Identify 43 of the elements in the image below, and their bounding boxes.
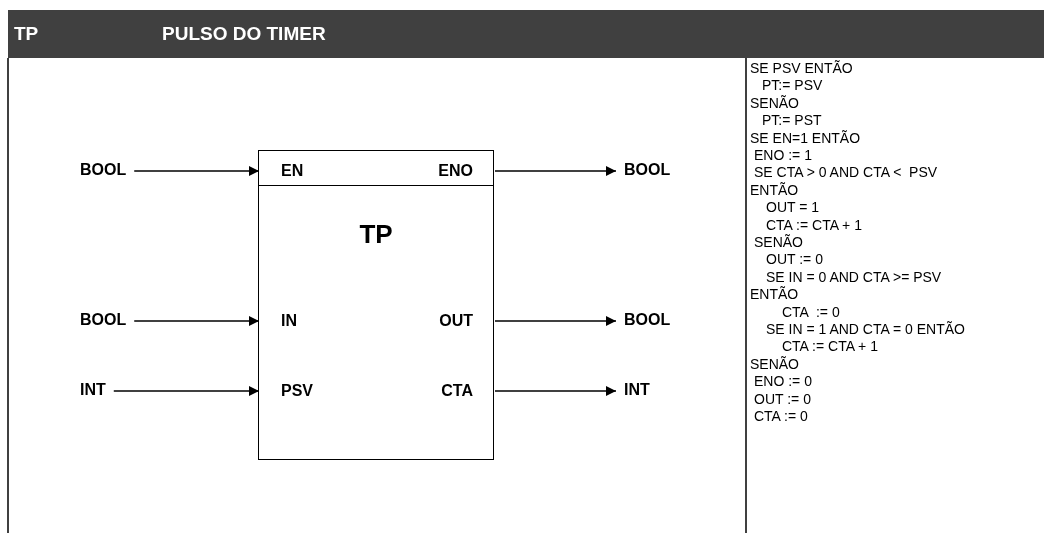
arrow [494, 316, 617, 326]
code-line: SE CTA > 0 AND CTA < PSV [754, 164, 938, 182]
code-line: SENÃO [750, 355, 799, 374]
code-line: SE IN = 0 AND CTA >= PSV [766, 268, 942, 286]
code-line: SENÃO [754, 234, 803, 252]
code-line: OUT := 0 [766, 251, 823, 269]
code-line: ENTÃO [750, 181, 799, 200]
header-cell: TP [8, 10, 156, 58]
data-type-label: INT [80, 380, 106, 400]
code-line: CTA := 0 [754, 408, 808, 426]
arrow [494, 166, 617, 176]
block-title: TP [358, 219, 394, 250]
code-line: ENO := 1 [754, 147, 812, 165]
code-line: PT:= PST [762, 112, 822, 130]
pin-label: EN [259, 156, 339, 186]
code-line: CTA := CTA + 1 [766, 216, 862, 234]
arrow [133, 316, 260, 326]
pin-label: PSV [259, 376, 339, 406]
code-line: SE IN = 1 AND CTA = 0 ENTÃO [766, 321, 965, 339]
code-line: CTA := CTA + 1 [782, 338, 878, 356]
code-line: ENO := 0 [754, 373, 812, 391]
data-type-label: BOOL [624, 160, 671, 180]
data-type-label: BOOL [80, 310, 127, 330]
code-line: CTA := 0 [782, 303, 840, 321]
code-line: SE EN=1 ENTÃO [750, 129, 861, 147]
pin-label: CTA [415, 376, 495, 406]
data-type-label: BOOL [624, 310, 671, 330]
code-line: SE PSV ENTÃO [750, 60, 853, 78]
arrow [494, 386, 617, 396]
code-line: OUT := 0 [754, 390, 811, 408]
pin-label: OUT [415, 306, 495, 336]
data-type-label: INT [624, 380, 650, 400]
arrow [133, 166, 260, 176]
code-line: ENTÃO [750, 286, 799, 304]
header-cell: PULSO DO TIMER [156, 10, 1044, 58]
function-block [258, 150, 494, 460]
code-line: SENÃO [750, 94, 799, 113]
data-type-label: BOOL [80, 160, 127, 180]
code-line: OUT = 1 [766, 199, 820, 217]
pin-label: ENO [415, 156, 495, 186]
arrow [113, 386, 260, 396]
code-line: PT:= PSV [762, 77, 823, 95]
pin-label: IN [259, 306, 339, 336]
